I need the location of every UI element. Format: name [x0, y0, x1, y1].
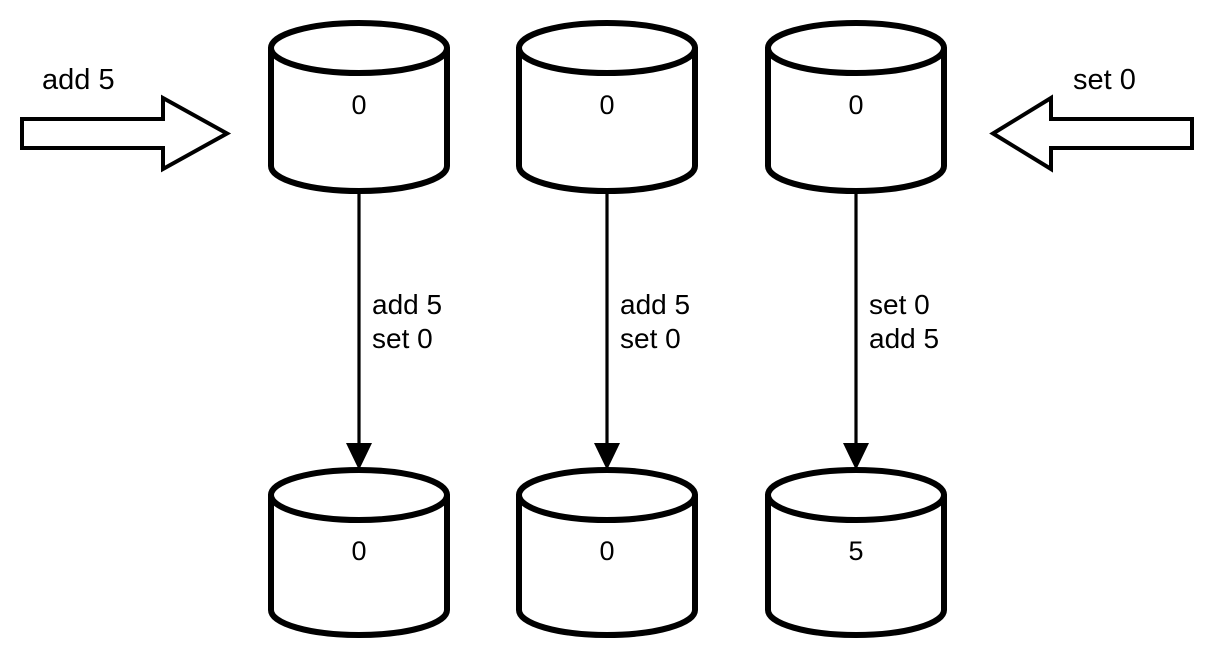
cylinder-top-value-replica-2: 0 — [599, 90, 614, 120]
cylinder-body — [516, 492, 698, 638]
operation-label-replica-1-1: set 0 — [372, 323, 433, 354]
cylinder-body — [268, 45, 450, 194]
cylinder-bottom-value-replica-2: 0 — [599, 536, 614, 566]
input-arrow-right — [989, 94, 1194, 173]
cylinder-top-replica-3: 0 — [765, 20, 947, 194]
cylinder-top-value-replica-3: 0 — [848, 90, 863, 120]
cylinder-top-ellipse — [516, 20, 698, 76]
cylinder-top-ellipse — [516, 467, 698, 523]
cylinder-bottom-value-replica-3: 5 — [848, 536, 863, 566]
cylinder-body — [765, 45, 947, 194]
operation-label-replica-1-0: add 5 — [372, 289, 442, 320]
cylinder-top-replica-2: 0 — [516, 20, 698, 194]
cylinder-top-replica-1: 0 — [268, 20, 450, 194]
operation-label-replica-2-1: set 0 — [620, 323, 681, 354]
operation-label-replica-3-1: add 5 — [869, 323, 939, 354]
cylinder-top-ellipse — [765, 467, 947, 523]
cylinder-bottom-value-replica-1: 0 — [351, 536, 366, 566]
block-arrow-right-shape — [20, 94, 232, 173]
block-arrow-left-shape — [989, 94, 1194, 173]
arrow-head-icon — [594, 443, 620, 470]
cylinder-top-ellipse — [268, 20, 450, 76]
cylinder-body — [765, 492, 947, 638]
operation-label-replica-2-0: add 5 — [620, 289, 690, 320]
arrow-head-icon — [843, 443, 869, 470]
connector-replica-3 — [843, 192, 869, 470]
cylinder-body — [516, 45, 698, 194]
connector-replica-1 — [346, 192, 372, 470]
cylinder-bottom-replica-2: 0 — [516, 467, 698, 638]
cylinder-top-ellipse — [765, 20, 947, 76]
cylinder-bottom-replica-3: 5 — [765, 467, 947, 638]
cylinder-top-ellipse — [268, 467, 450, 523]
connector-replica-2 — [594, 192, 620, 470]
cylinder-top-value-replica-1: 0 — [351, 90, 366, 120]
operation-label-replica-3-0: set 0 — [869, 289, 930, 320]
arrow-head-icon — [346, 443, 372, 470]
input-left-label: add 5 — [42, 64, 115, 96]
cylinder-body — [268, 492, 450, 638]
cylinder-bottom-replica-1: 0 — [268, 467, 450, 638]
input-right-label: set 0 — [1073, 64, 1136, 96]
input-arrow-left — [20, 94, 232, 173]
